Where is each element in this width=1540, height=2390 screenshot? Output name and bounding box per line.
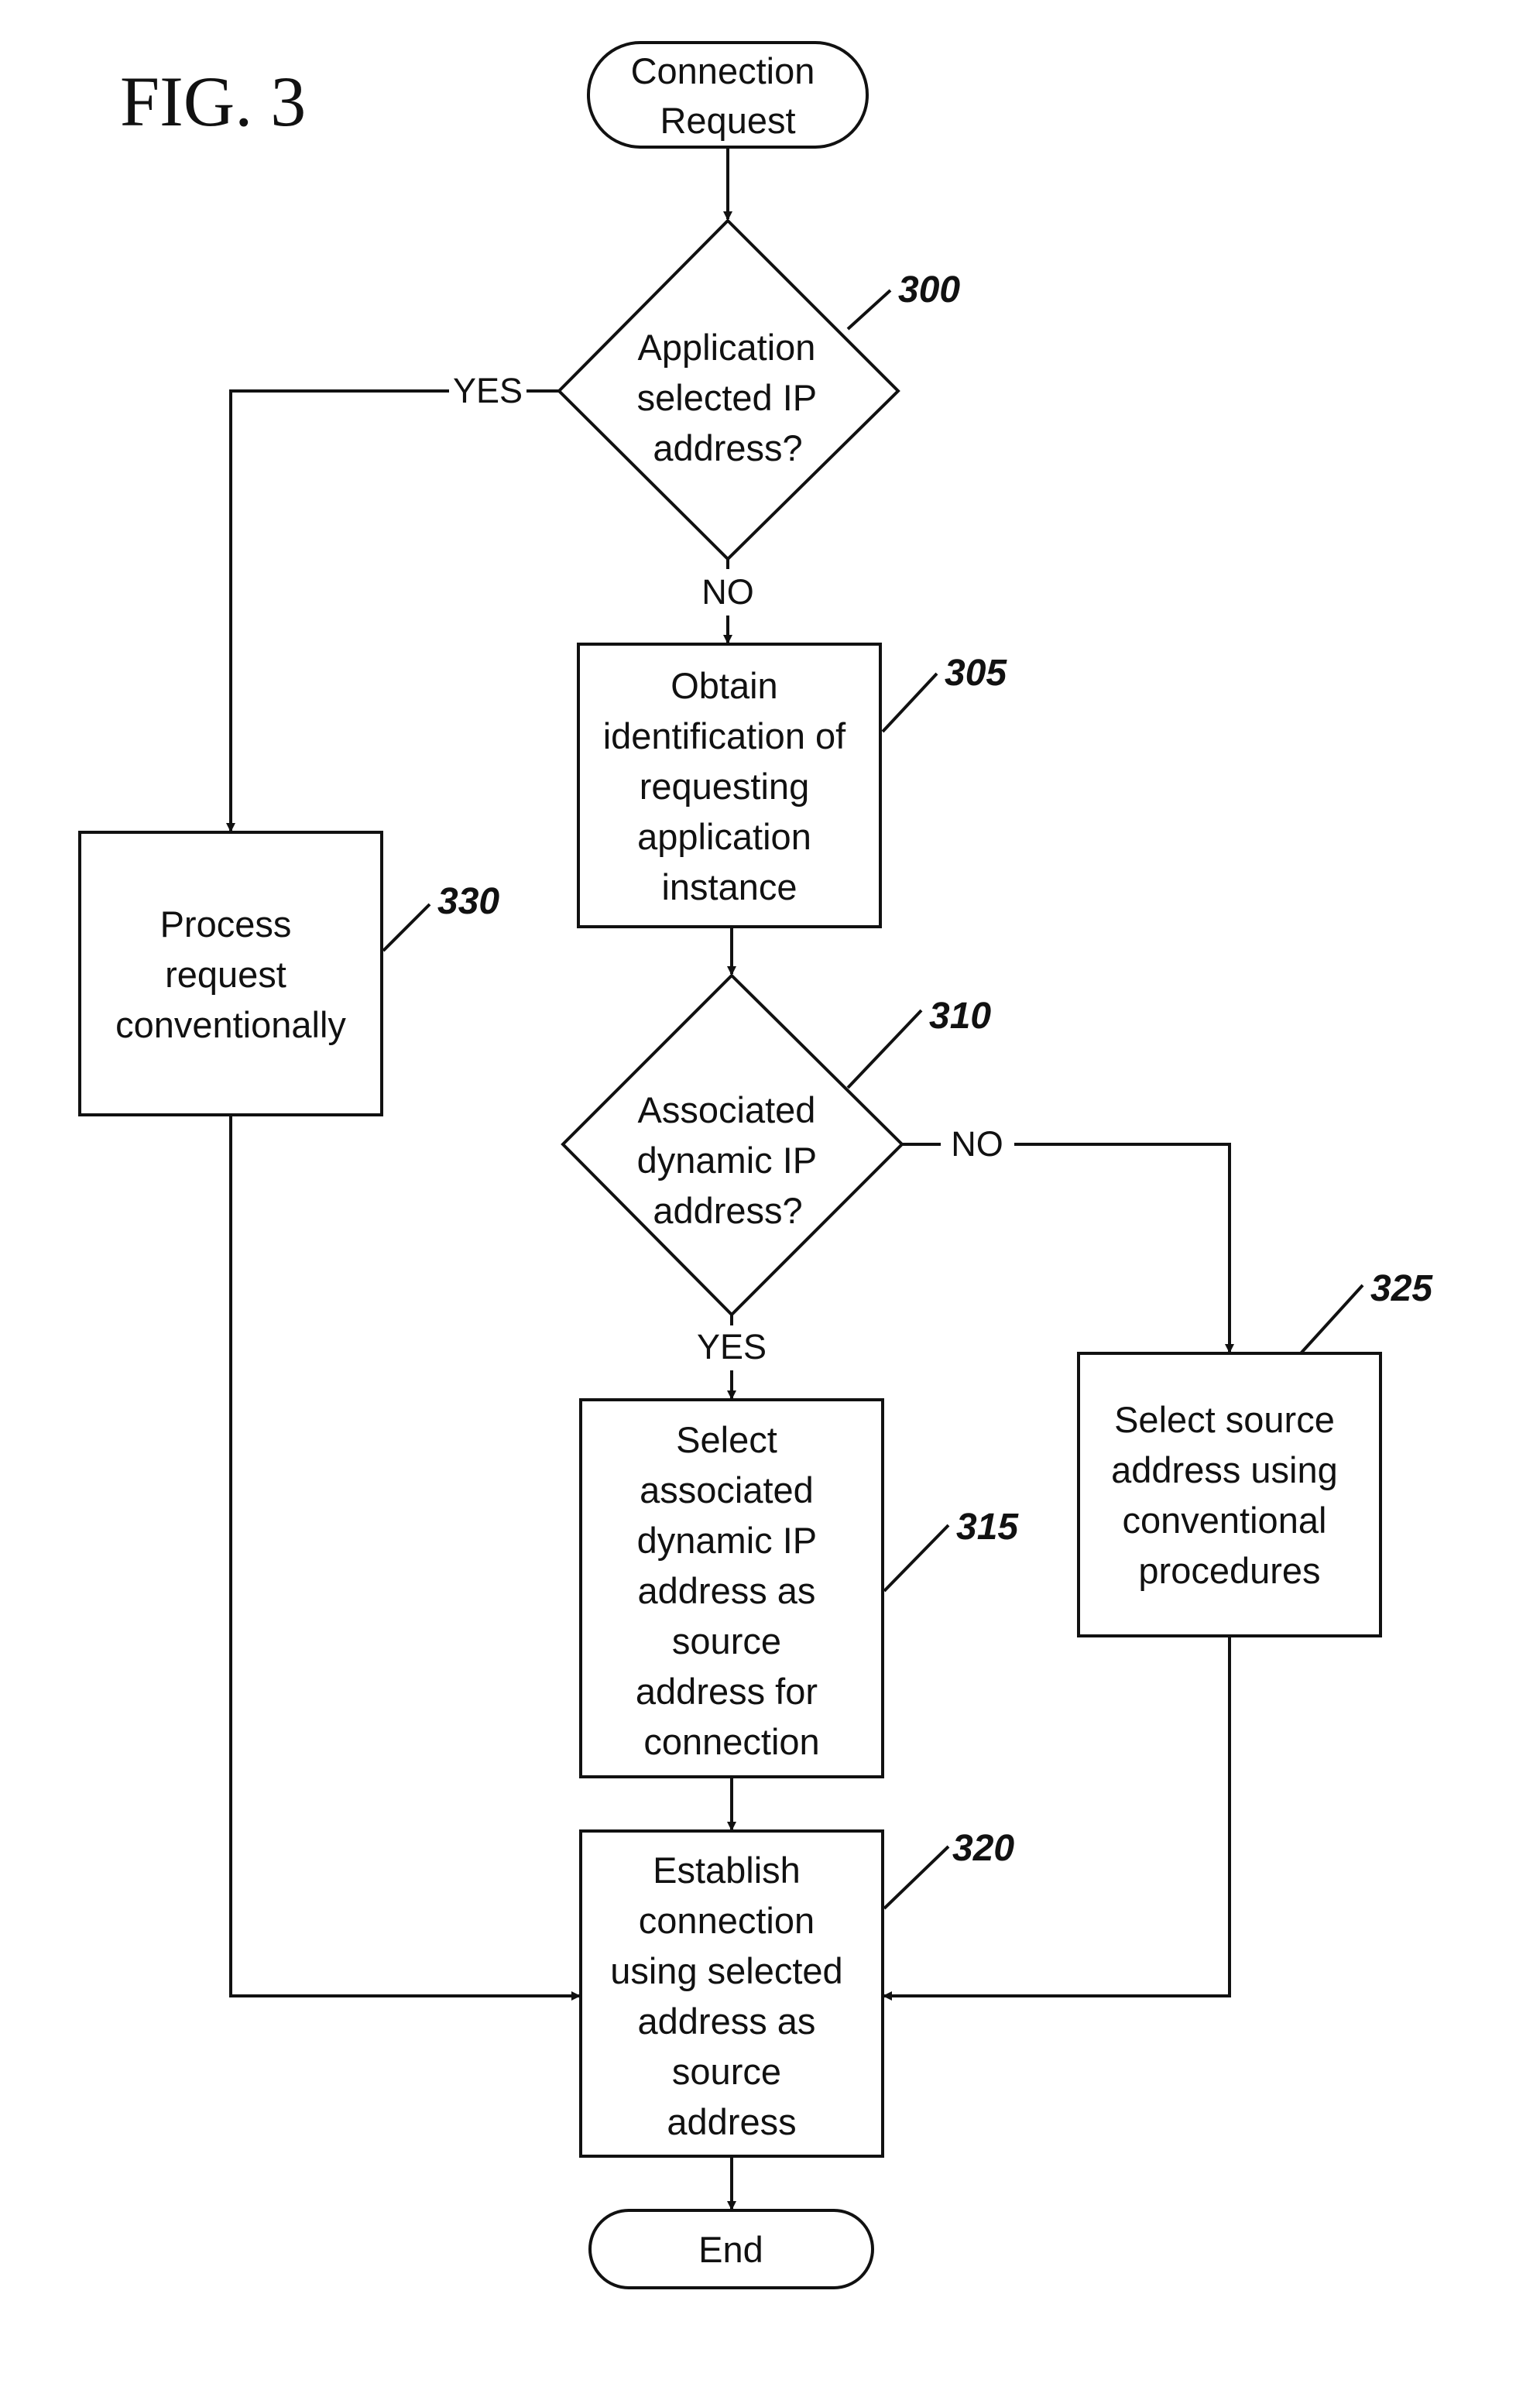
decision-300-ref-leader <box>848 290 890 329</box>
box-315-label: Select associated dynamic IP address as … <box>636 1419 828 1762</box>
box-305-ref: 305 <box>945 653 1007 694</box>
box-330: Process request conventionally 330 <box>80 832 499 1115</box>
box-330-ref: 330 <box>437 881 499 922</box>
start-terminal-label: Connection Request <box>631 50 825 141</box>
end-terminal: End <box>590 2210 873 2288</box>
start-terminal: Connection Request <box>588 43 867 147</box>
box-315-ref-leader <box>884 1525 948 1591</box>
arrow-310-no-to-325 <box>1014 1144 1230 1352</box>
decision-300: Application selected IP address? 300 <box>559 221 960 559</box>
arrow-325-to-320 <box>884 1636 1230 1996</box>
box-305: Obtain identification of requesting appl… <box>578 644 1007 927</box>
box-330-label: Process request conventionally <box>115 904 346 1045</box>
decision-310-ref: 310 <box>929 996 991 1037</box>
box-315-ref: 315 <box>956 1507 1019 1548</box>
branch-300-no: NO <box>701 572 754 612</box>
box-320-ref-leader <box>884 1847 948 1908</box>
decision-310-ref-leader <box>848 1010 921 1088</box>
arrow-300-yes-to-330 <box>231 391 449 831</box>
box-325: Select source address using conventional… <box>1079 1268 1433 1636</box>
box-320-ref: 320 <box>952 1828 1014 1869</box>
box-325-ref: 325 <box>1370 1268 1433 1309</box>
box-325-label: Select source address using conventional… <box>1111 1399 1348 1591</box>
end-terminal-label: End <box>698 2229 763 2270</box>
box-305-label: Obtain identification of requesting appl… <box>603 665 856 907</box>
branch-300-yes: YES <box>453 371 523 410</box>
box-305-ref-leader <box>883 674 937 732</box>
branch-310-yes: YES <box>697 1327 767 1366</box>
figure-label: FIG. 3 <box>120 62 306 141</box>
arrow-330-to-320 <box>231 1115 579 1996</box>
box-320-label: Establish connection using selected addr… <box>610 1850 853 2142</box>
decision-300-label: Application selected IP address? <box>637 327 827 468</box>
box-325-ref-leader <box>1301 1285 1363 1353</box>
box-330-ref-leader <box>383 904 430 951</box>
decision-300-ref: 300 <box>898 269 960 310</box>
decision-310-label: Associated dynamic IP address? <box>637 1089 827 1231</box>
box-320: Establish connection using selected addr… <box>581 1828 1014 2156</box>
box-315: Select associated dynamic IP address as … <box>581 1400 1019 1777</box>
branch-310-no: NO <box>951 1124 1003 1164</box>
